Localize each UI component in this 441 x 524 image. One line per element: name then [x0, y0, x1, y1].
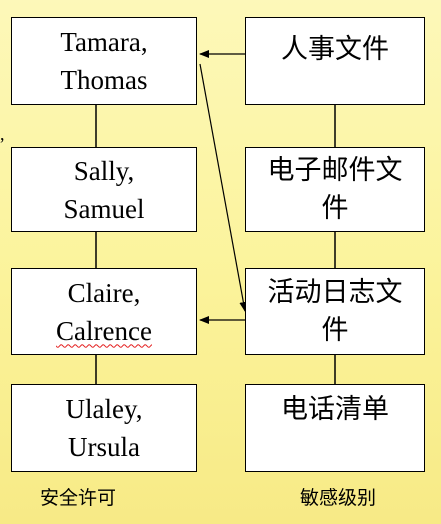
sensitivity-box-4-line1: 电话清单 [281, 394, 389, 425]
stray-mark: , [0, 124, 5, 144]
sensitivity-box-2-line1: 电子邮件文 [267, 154, 403, 186]
sensitivity-box-3: 活动日志文 件 [245, 268, 425, 355]
sensitivity-box-3-line1: 活动日志文 [267, 276, 403, 308]
clearance-box-1-line2: Thomas [60, 65, 148, 95]
clearance-box-2-line1: Sally, [73, 155, 135, 186]
sensitivity-box-1: 人事文件 [245, 17, 425, 105]
clearance-box-4-line1: Ulaley, [65, 394, 143, 424]
clearance-box-3-line1: Claire, [67, 277, 141, 308]
sensitivity-box-3-line2: 件 [321, 314, 349, 346]
footer-sensitivity-label: 敏感级别 [300, 487, 377, 509]
clearance-box-3: Claire, Calrence [11, 268, 197, 355]
clearance-box-4-line2: Ursula [68, 432, 140, 462]
arrow-tamara-to-activity-log [199, 63, 248, 312]
clearance-box-1: Tamara, Thomas [11, 17, 197, 105]
clearance-box-3-line2: Calrence [56, 315, 152, 346]
sensitivity-box-1-line1: 人事文件 [281, 34, 389, 65]
footer-clearance-label: 安全许可 [40, 487, 117, 509]
sensitivity-box-2: 电子邮件文 件 [245, 147, 425, 232]
clearance-box-1-line1: Tamara, [60, 27, 148, 57]
sensitivity-box-4: 电话清单 [245, 384, 425, 472]
clearance-box-2: Sally, Samuel [11, 147, 197, 232]
clearance-box-4: Ulaley, Ursula [11, 384, 197, 472]
clearance-box-2-line2: Samuel [63, 193, 145, 224]
sensitivity-box-2-line2: 件 [321, 192, 349, 224]
